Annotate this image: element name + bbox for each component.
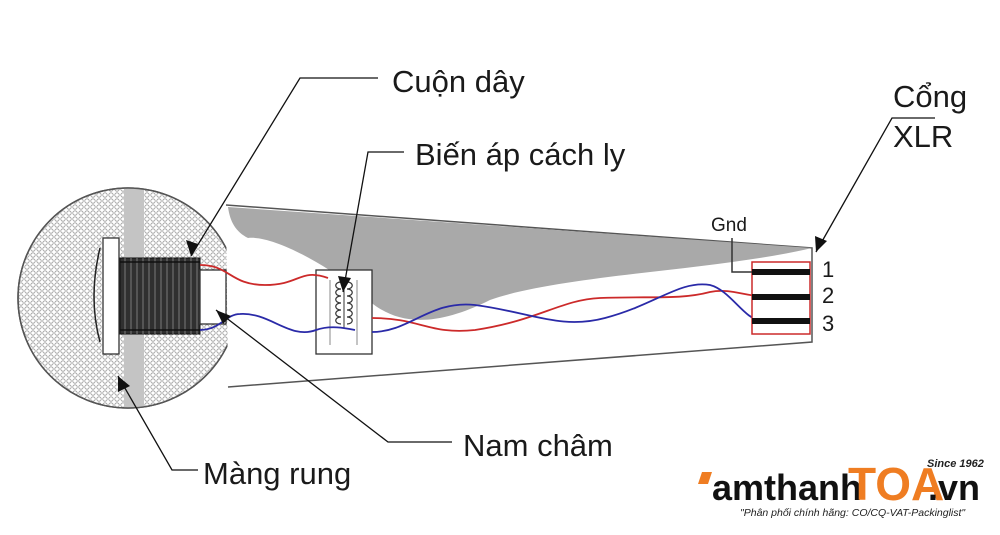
leader-coil [190,77,378,257]
leader-arrowheads [118,236,827,392]
xlr-connector [731,238,811,335]
logo-since: Since 1962 [927,458,984,470]
pin-2 [752,294,810,300]
pin-3 [752,318,810,324]
isolation-transformer [315,269,373,355]
logo-prefix: amthanh [712,467,862,508]
logo-brand: TOA [848,458,944,510]
label-xlr: XLR [893,119,953,154]
leader-transformer [342,151,404,293]
logo-tagline: "Phân phối chính hãng: CO/CQ-VAT-Packing… [740,507,966,519]
blue-wire-right [371,283,761,333]
label-gnd: Gnd [711,215,747,236]
label-magnet: Nam châm [463,428,613,463]
diaphragm [93,237,120,355]
logo-mark [698,472,712,484]
label-pin-1: 1 [822,257,834,282]
pin-1 [752,269,810,275]
label-coil: Cuộn dây [392,64,525,99]
red-wire-right [371,290,761,332]
leader-lines [117,77,935,471]
label-diaphragm: Màng rung [203,456,351,491]
label-pin-3: 3 [822,311,834,336]
leader-magnet [215,309,452,443]
leader-xlr [815,117,935,253]
body-shading [228,207,812,320]
coil [119,257,201,335]
label-port: Cổng [893,79,967,114]
logo-suffix: .vn [928,467,980,508]
leader-diaphragm [117,375,198,471]
ground-line [731,238,752,273]
label-transformer: Biến áp cách ly [415,137,626,172]
amthanhtoa-logo: amthanh TOA .vn Since 1962 "Phân phối ch… [698,458,984,519]
red-wire-left [199,264,329,286]
label-pin-2: 2 [822,283,834,308]
